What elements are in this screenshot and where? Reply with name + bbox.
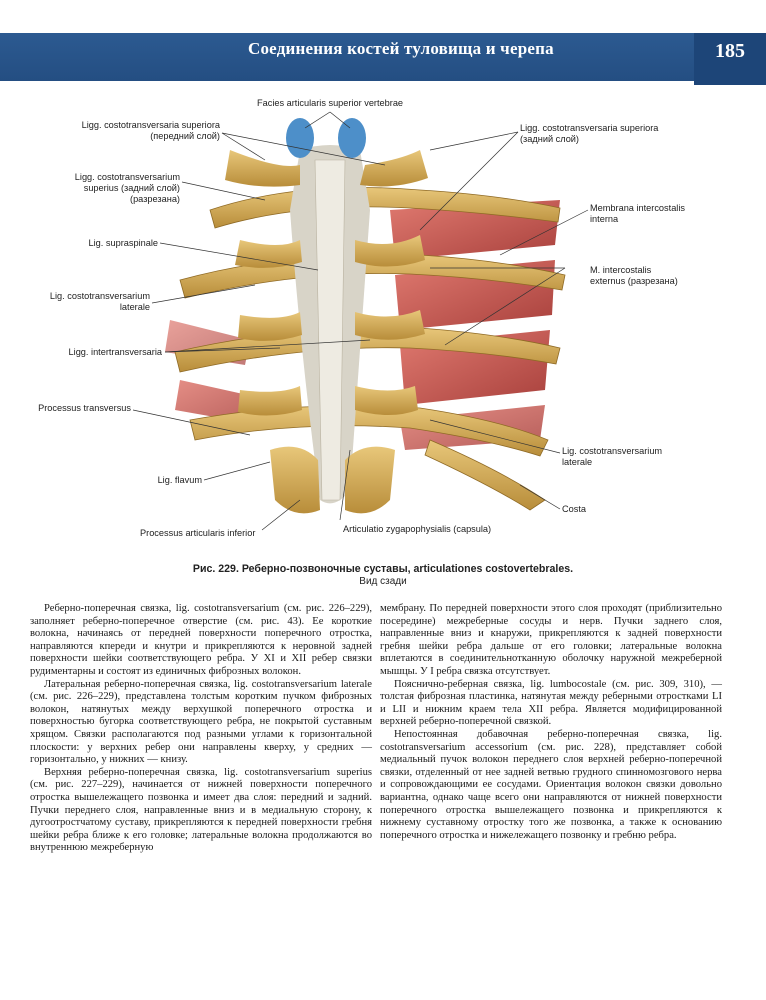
label-zygapophysialis: Articulatio zygapophysialis (capsula) xyxy=(343,524,492,534)
paragraph: Реберно-поперечная связка, lig. costotra… xyxy=(30,603,372,677)
paragraph: Непостоянная добавочная реберно-поперечн… xyxy=(380,728,722,841)
vertebral-column xyxy=(225,118,428,514)
paragraph: Латеральная реберно-поперечная связка, l… xyxy=(30,678,372,766)
paragraph: Верхняя реберно-поперечная связка, lig. … xyxy=(30,766,372,854)
label-ligg-sup-anterior: Ligg. costotransversaria superiora (пере… xyxy=(81,120,220,141)
label-flavum: Lig. flavum xyxy=(157,475,202,485)
figure-caption: Рис. 229. Реберно-позвоночные суставы, a… xyxy=(0,563,766,587)
label-costa: Costa xyxy=(562,504,587,514)
label-lateral-right: Lig. costotransversarium laterale xyxy=(562,446,663,467)
paragraph: мембрану. По передней поверхности этого … xyxy=(380,603,722,677)
label-facies: Facies articularis superior vertebrae xyxy=(257,98,404,108)
header-band xyxy=(0,33,766,81)
label-ligg-sup-posterior-right: Ligg. costotransversaria superiora (задн… xyxy=(520,123,659,144)
label-processus-articularis-inferior: Processus articularis inferior xyxy=(140,528,256,538)
leader-lines xyxy=(132,111,589,531)
page-title: Соединения костей туловища и черепа xyxy=(248,39,554,58)
label-intertransversaria: Ligg. intertransversaria xyxy=(68,347,162,357)
anatomy-illustration xyxy=(132,111,589,531)
caption-main: Рис. 229. Реберно-позвоночные суставы, a… xyxy=(192,563,574,575)
page-number-box: 185 xyxy=(694,33,766,85)
text-column-left: Реберно-поперечная связка, lig. costotra… xyxy=(30,603,372,855)
label-supraspinale: Lig. supraspinale xyxy=(88,238,158,248)
label-lateral-left: Lig. costotransversarium laterale xyxy=(49,291,150,312)
page-number: 185 xyxy=(715,40,745,62)
caption-sub: Вид сзади xyxy=(359,576,407,587)
paragraph: Пояснично-реберная связка, lig. lumbocos… xyxy=(380,678,722,728)
anatomy-figure: Facies articularis superior vertebrae Li… xyxy=(0,90,766,560)
label-membrana-intercostalis: Membrana intercostalis interna xyxy=(590,203,685,224)
label-lig-sup-posterior-left: Ligg. costotransversarium superius (задн… xyxy=(74,172,180,204)
label-processus-transversus: Processus transversus xyxy=(38,403,131,413)
label-m-intercostalis: M. intercostalis externus (разрезана) xyxy=(590,265,678,286)
text-column-right: мембрану. По передней поверхности этого … xyxy=(380,603,722,842)
